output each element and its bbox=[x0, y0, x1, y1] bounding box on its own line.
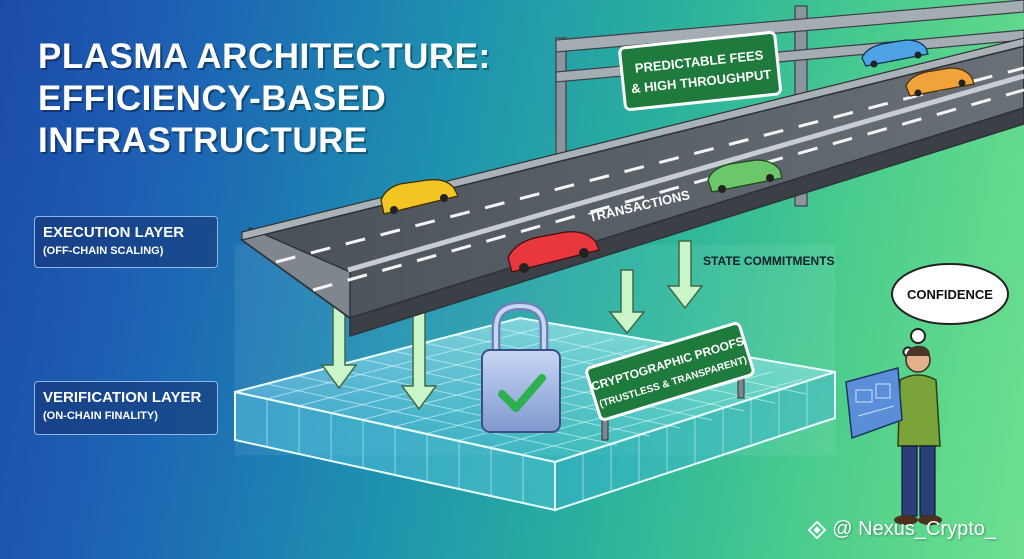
blueprint-icon bbox=[846, 368, 902, 438]
state-commitments-label: STATE COMMITMENTS bbox=[703, 254, 835, 268]
watermark-text: @ Nexus_Crypto_ bbox=[832, 518, 996, 541]
watermark: @ Nexus_Crypto_ bbox=[808, 518, 996, 541]
execution-layer-subtitle: (OFF-CHAIN SCALING) bbox=[43, 244, 209, 258]
verification-layer-label: VERIFICATION LAYER (ON-CHAIN FINALITY) bbox=[34, 381, 218, 435]
title-line: PLASMA ARCHITECTURE: bbox=[38, 36, 491, 78]
thought-bubble-icon: CONFIDENCE bbox=[892, 264, 1008, 357]
execution-layer-label: EXECUTION LAYER (OFF-CHAIN SCALING) bbox=[34, 216, 218, 268]
execution-layer-title: EXECUTION LAYER bbox=[43, 224, 209, 242]
diamond-logo-icon bbox=[808, 521, 826, 539]
verification-layer-title: VERIFICATION LAYER bbox=[43, 389, 209, 407]
verification-layer-subtitle: (ON-CHAIN FINALITY) bbox=[43, 409, 209, 423]
page-title: PLASMA ARCHITECTURE: EFFICIENCY-BASED IN… bbox=[38, 36, 491, 162]
person-icon bbox=[846, 346, 942, 525]
title-line: EFFICIENCY-BASED bbox=[38, 78, 491, 120]
title-line: INFRASTRUCTURE bbox=[38, 120, 491, 162]
confidence-label: CONFIDENCE bbox=[907, 287, 993, 302]
